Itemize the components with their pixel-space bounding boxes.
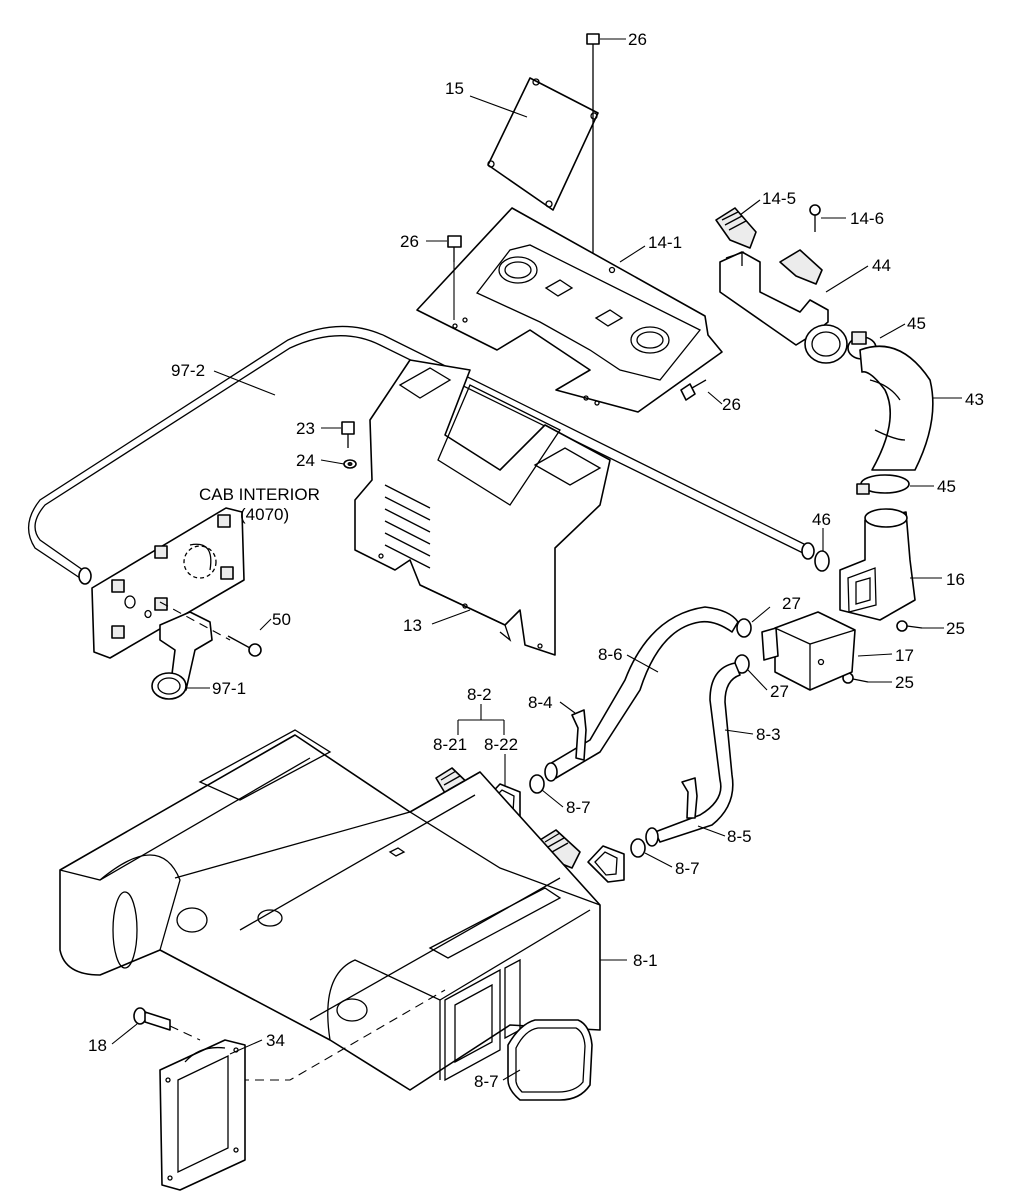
- label-cab-interior: CAB INTERIOR: [199, 485, 320, 504]
- dash-34: [240, 989, 446, 1081]
- label-14-1: 14-1: [648, 233, 682, 252]
- label-14-6: 14-6: [850, 209, 884, 228]
- flange-plate: [91, 507, 245, 659]
- label-8-21: 8-21: [433, 735, 467, 754]
- label-17: 17: [895, 646, 914, 665]
- label-13: 13: [403, 616, 422, 635]
- vent-8-22-lower: [587, 845, 625, 883]
- hose-8-6: [547, 606, 739, 779]
- washer-24: [343, 459, 357, 469]
- label-97-2: 97-2: [171, 361, 205, 380]
- label-14-5: 14-5: [762, 189, 796, 208]
- pipe-97-1: [151, 611, 213, 700]
- duct-44: [719, 249, 848, 364]
- pipe-97-2: [28, 325, 815, 585]
- label-16: 16: [946, 570, 965, 589]
- leader-lines: [111, 38, 962, 1081]
- clamp-46: [814, 550, 830, 572]
- bolt-50: [159, 601, 262, 657]
- pipe-end-8-3: [645, 827, 659, 847]
- clamp-27-upper: [736, 618, 752, 638]
- box-connector-17: [761, 611, 856, 691]
- label-18: 18: [88, 1036, 107, 1055]
- label-15: 15: [445, 79, 464, 98]
- bracket-plate-14-1: [416, 207, 723, 413]
- label-97-1: 97-1: [212, 679, 246, 698]
- label-8-4: 8-4: [528, 693, 553, 712]
- vent-grille-14-5: [715, 207, 757, 249]
- cover-34: [159, 1039, 246, 1191]
- label-46: 46: [812, 510, 831, 529]
- label-26-left: 26: [400, 232, 419, 251]
- label-26-top: 26: [628, 30, 647, 49]
- label-8-7-gasket: 8-7: [474, 1072, 499, 1091]
- label-cab-code: (4070): [240, 505, 289, 524]
- panel-13: [354, 359, 611, 656]
- label-27-upper: 27: [782, 594, 801, 613]
- callout-labels: 26 15 14-5 14-6 26 14-1 44 45 97-2 26 43…: [88, 30, 984, 1091]
- label-34: 34: [266, 1031, 285, 1050]
- bolt-25-upper: [896, 620, 923, 632]
- label-8-2: 8-2: [467, 685, 492, 704]
- label-25-upper: 25: [946, 619, 965, 638]
- label-8-6: 8-6: [598, 645, 623, 664]
- bracket-8-5: [681, 777, 698, 819]
- bolt-26-left: [447, 235, 462, 320]
- label-25-lower: 25: [895, 673, 914, 692]
- label-8-22: 8-22: [484, 735, 518, 754]
- elbow-16: [839, 508, 916, 621]
- cover-plate-15: [487, 77, 599, 211]
- label-27-lower: 27: [770, 682, 789, 701]
- screw-14-6: [809, 204, 821, 232]
- bolt-23: [341, 421, 355, 448]
- hose-43: [859, 345, 934, 471]
- label-24: 24: [296, 451, 315, 470]
- label-50: 50: [272, 610, 291, 629]
- label-8-7-upper: 8-7: [566, 798, 591, 817]
- label-26-right: 26: [722, 395, 741, 414]
- label-8-3: 8-3: [756, 725, 781, 744]
- hose-8-3: [654, 662, 741, 843]
- bolt-26-right: [680, 379, 707, 401]
- bracket-8-4: [571, 709, 587, 761]
- bolt-18: [133, 1007, 201, 1041]
- gasket-8-7: [507, 1019, 593, 1101]
- label-45-bottom: 45: [937, 477, 956, 496]
- label-8-1: 8-1: [633, 951, 658, 970]
- housing-8-1: [59, 729, 601, 1091]
- label-45-top: 45: [907, 314, 926, 333]
- label-44: 44: [872, 256, 891, 275]
- pipe-end-8-6: [544, 762, 558, 782]
- clamp-8-7-upper: [529, 774, 545, 794]
- label-23: 23: [296, 419, 315, 438]
- clamp-8-7-lower: [630, 838, 646, 858]
- label-8-7-lower: 8-7: [675, 859, 700, 878]
- label-43: 43: [965, 390, 984, 409]
- clamp-45-bottom: [856, 474, 910, 495]
- label-8-5: 8-5: [727, 827, 752, 846]
